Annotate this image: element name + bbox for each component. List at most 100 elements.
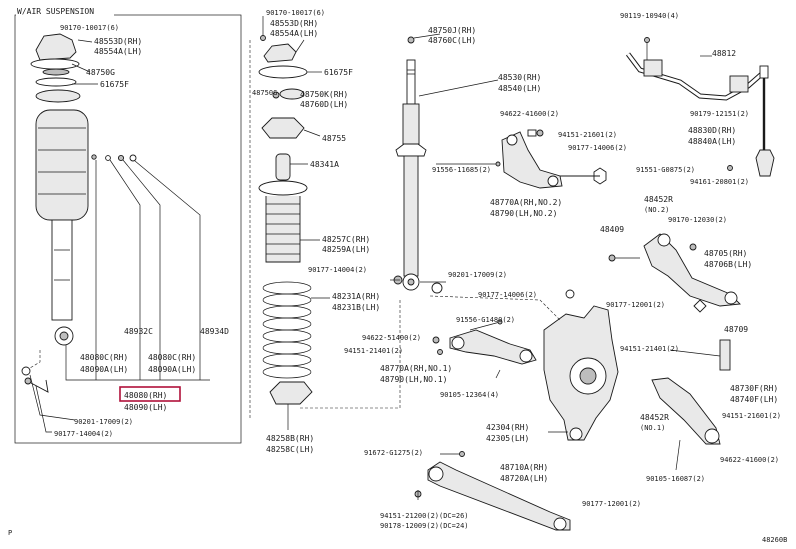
- label-48790-lh-1: 48790(LH,NO.1): [380, 375, 447, 384]
- label-48730f: 48730F(RH): [730, 384, 778, 393]
- lower-control-arm: [643, 233, 741, 307]
- label-94161-20801: 94161-20801(2): [690, 178, 749, 186]
- strut-mount: [261, 117, 305, 139]
- label-94622-51400: 94622-51400(2): [362, 334, 421, 342]
- label-91556-11685: 91556-11685(2): [432, 166, 491, 174]
- label-48770-rh-2: 48770A(RH,NO.2): [490, 198, 562, 207]
- label-48090a-lh-b: 48090A(LH): [148, 365, 196, 374]
- dust-boot: [265, 196, 301, 263]
- label-42304: 42304(RH): [486, 423, 529, 432]
- label-48790-lh-2: 48790(LH,NO.2): [490, 209, 557, 218]
- label-48710a: 48710A(RH): [500, 463, 548, 472]
- label-48452r-b: 48452R: [640, 413, 669, 422]
- air-mount-inset: [35, 89, 81, 103]
- label-48452r: 48452R: [644, 195, 673, 204]
- label-90170-10017-a: 90170-10017(6): [60, 24, 119, 32]
- shock-absorber: 48750J(RH) 48760C(LH) 48530(RH) 48540(LH…: [390, 26, 541, 294]
- label-94151-21200: 94151-21200(2)(DC=26): [380, 512, 469, 520]
- label-90119-10940: 90119-10940(4): [620, 12, 679, 20]
- label-48080c-rh-a: 48080C(RH): [80, 353, 128, 362]
- bump-stopper: [275, 153, 291, 181]
- label-90178-12009: 90178-12009(2)(DC=24): [380, 522, 469, 530]
- lower-spring-insulator: [269, 381, 313, 405]
- upper-control-arm-no2: [501, 131, 563, 189]
- label-94151-21601-a: 94151-21601(2): [558, 131, 617, 139]
- shock-cylinder: [403, 155, 419, 277]
- label-94622-41600-b: 94622-41600(2): [720, 456, 779, 464]
- label-48554a-b: 48554A(LH): [270, 29, 318, 38]
- label-48720a: 48720A(LH): [500, 474, 548, 483]
- label-48341a: 48341A: [310, 160, 339, 169]
- label-90105-12364: 90105-12364(4): [440, 391, 499, 399]
- label-48840a: 48840A(LH): [688, 137, 736, 146]
- label-61675f-a: 61675F: [100, 80, 129, 89]
- coil-spring: [262, 281, 312, 379]
- label-48259a: 48259A(LH): [322, 245, 370, 254]
- label-48750g-b: 48750G: [252, 89, 277, 97]
- label-48258b: 48258B(RH): [266, 434, 314, 443]
- label-94622-41600-a: 94622-41600(2): [500, 110, 559, 118]
- label-48740f: 48740F(LH): [730, 395, 778, 404]
- label-48750g-a: 48750G: [86, 68, 115, 77]
- upper-seat-strut: [258, 65, 308, 79]
- label-90170-10017-b: 90170-10017(6): [266, 9, 325, 17]
- label-48760d: 48760D(LH): [300, 100, 348, 109]
- toe-link: 91672-G1275(2) 48710A(RH) 48720A(LH) 941…: [364, 449, 641, 531]
- figure-code: 48260B: [762, 536, 787, 544]
- label-90177-14006-b: 90177-14006(2): [478, 291, 537, 299]
- label-48090-lh: 48090(LH): [124, 403, 167, 412]
- label-91556-g1480: 91556-G1480(2): [456, 316, 515, 324]
- label-48706b: 48706B(LH): [704, 260, 752, 269]
- label-48750j: 48750J(RH): [428, 26, 476, 35]
- label-90177-14006-a: 90177-14006(2): [568, 144, 627, 152]
- stabilizer-bar: 90119-10940(4) 48812 90179-12151(2) 4883…: [620, 12, 775, 186]
- label-48770-rh-1: 48770A(RH,NO.1): [380, 364, 452, 373]
- label-48231b: 48231B(LH): [332, 303, 380, 312]
- label-48755: 48755: [322, 134, 346, 143]
- label-48530: 48530(RH): [498, 73, 541, 82]
- label-94151-21401-a: 94151-21401(2): [344, 347, 403, 355]
- label-48409: 48409: [600, 225, 624, 234]
- page-marker: P: [8, 529, 12, 537]
- label-42305: 42305(LH): [486, 434, 529, 443]
- upper-seat-inset: [30, 58, 80, 70]
- label-48709: 48709: [724, 325, 748, 334]
- label-90179-12151: 90179-12151(2): [690, 110, 749, 118]
- label-no2: (NO.2): [644, 206, 669, 214]
- lower-arm-link: [427, 461, 571, 531]
- highlighted-part-box[interactable]: [119, 386, 181, 402]
- label-90177-14004-b: 90177-14004(2): [308, 266, 367, 274]
- knuckle-assembly: 42304(RH) 42305(LH) 91556-G1480(2) 94622…: [344, 289, 619, 443]
- label-48830d: 48830D(RH): [688, 126, 736, 135]
- label-90105-16087: 90105-16087(2): [646, 475, 705, 483]
- label-91551-g0875: 91551-G0875(2): [636, 166, 695, 174]
- label-48553d-a: 48553D(RH): [94, 37, 142, 46]
- label-94151-21601-b: 94151-21601(2): [722, 412, 781, 420]
- label-48932c: 48932C: [124, 327, 153, 336]
- label-94151-21401-b: 94151-21401(2): [620, 345, 679, 353]
- shock-tube-inset: [51, 219, 73, 321]
- upper-support-inset: [35, 33, 77, 61]
- label-90177-14004-a: 90177-14004(2): [54, 430, 113, 438]
- label-48760c: 48760C(LH): [428, 36, 476, 45]
- inset-frame: [14, 14, 242, 444]
- label-no1: (NO.1): [640, 424, 665, 432]
- label-48554a-a: 48554A(LH): [94, 47, 142, 56]
- label-48258c: 48258C(LH): [266, 445, 314, 454]
- label-48934d: 48934D: [200, 327, 229, 336]
- stabilizer-bushing: [643, 59, 663, 77]
- spring-bumper-inset: [35, 77, 77, 87]
- dust-seal-inset: [42, 68, 70, 76]
- upper-arm-no2: 94622-41600(2) 94151-21601(2) 90177-1400…: [432, 110, 627, 218]
- label-48553d-b: 48553D(RH): [270, 19, 318, 28]
- lower-arm-no1: [651, 377, 721, 445]
- piston-rod: [406, 59, 416, 105]
- air-suspension-inset: W/AIR SUSPENSION 90170-10017(6) 485: [14, 6, 242, 444]
- label-48705r: 48705(RH): [704, 249, 747, 258]
- air-spring-body: [35, 109, 89, 221]
- upper-support-strut: [263, 43, 297, 63]
- label-90201-17009-a: 90201-17009(2): [74, 418, 133, 426]
- label-48080-rh[interactable]: 48080(RH): [124, 391, 167, 400]
- label-48812: 48812: [712, 49, 736, 58]
- label-90201-17009-b: 90201-17009(2): [448, 271, 507, 279]
